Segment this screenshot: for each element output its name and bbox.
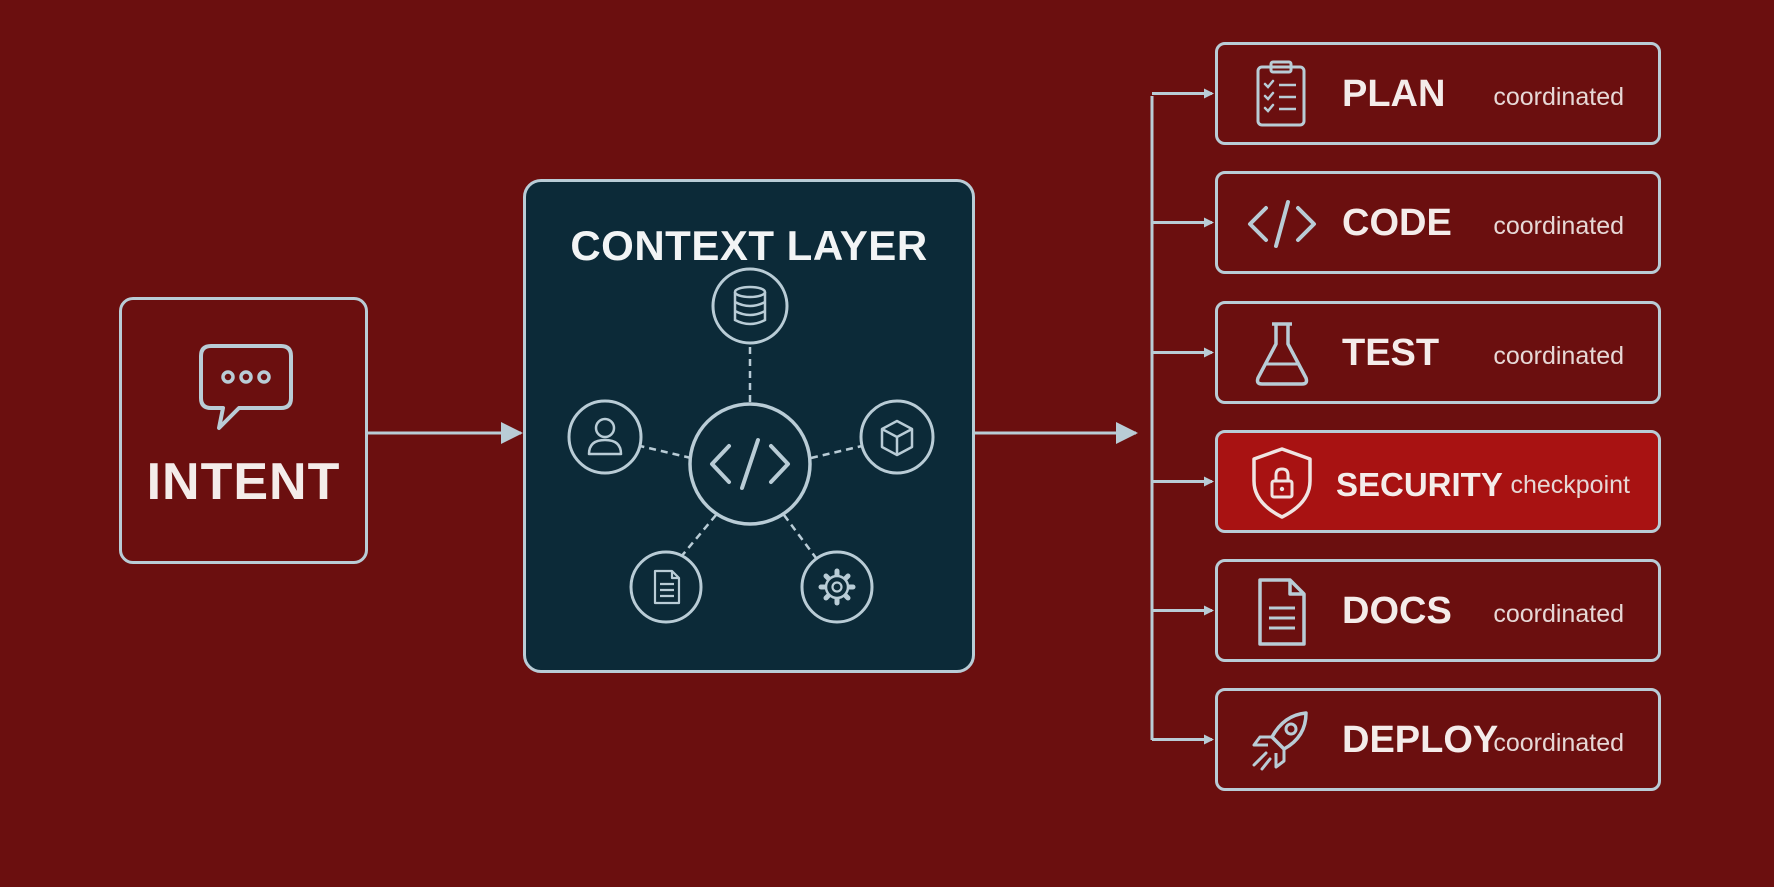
intent-title: INTENT: [146, 453, 341, 511]
stage-security[interactable]: SECURITY checkpoint: [1215, 430, 1661, 533]
flask-icon: [1255, 322, 1309, 386]
chat-bubble-icon: [199, 344, 293, 430]
document-icon: [629, 550, 703, 624]
hub-spokes: [639, 342, 863, 559]
database-icon: [711, 267, 789, 345]
hub-code-icon: [688, 402, 812, 526]
context-hub-graph: [567, 267, 935, 624]
user-icon: [567, 399, 643, 475]
shield-lock-icon: [1252, 447, 1312, 519]
context-layer-title: CONTEXT LAYER: [570, 222, 928, 269]
stage-status: checkpoint: [1510, 471, 1630, 499]
stage-status: coordinated: [1493, 729, 1624, 757]
stage-label: DEPLOY: [1342, 719, 1499, 761]
stage-status: coordinated: [1493, 83, 1624, 111]
cube-icon: [859, 399, 935, 475]
stage-label: PLAN: [1342, 73, 1446, 115]
gear-icon: [800, 550, 874, 624]
stage-code[interactable]: CODE coordinated: [1215, 171, 1661, 274]
code-icon: [1248, 200, 1316, 248]
stage-label: CODE: [1342, 202, 1452, 244]
stage-label: SECURITY: [1336, 466, 1503, 503]
stage-label: DOCS: [1342, 590, 1452, 632]
stage-deploy[interactable]: DEPLOY coordinated: [1215, 688, 1661, 791]
stage-label: TEST: [1342, 332, 1440, 374]
stage-status: coordinated: [1493, 600, 1624, 628]
stage-docs[interactable]: DOCS coordinated: [1215, 559, 1661, 662]
stage-test[interactable]: TEST coordinated: [1215, 301, 1661, 404]
rocket-icon: [1252, 711, 1308, 771]
clipboard-checklist-icon: [1256, 60, 1306, 127]
intent-box: INTENT: [119, 297, 368, 564]
document-icon: [1258, 578, 1306, 646]
context-layer-box: CONTEXT LAYER: [523, 179, 975, 673]
stage-status: coordinated: [1493, 342, 1624, 370]
stage-plan[interactable]: PLAN coordinated: [1215, 42, 1661, 145]
stage-status: coordinated: [1493, 212, 1624, 240]
